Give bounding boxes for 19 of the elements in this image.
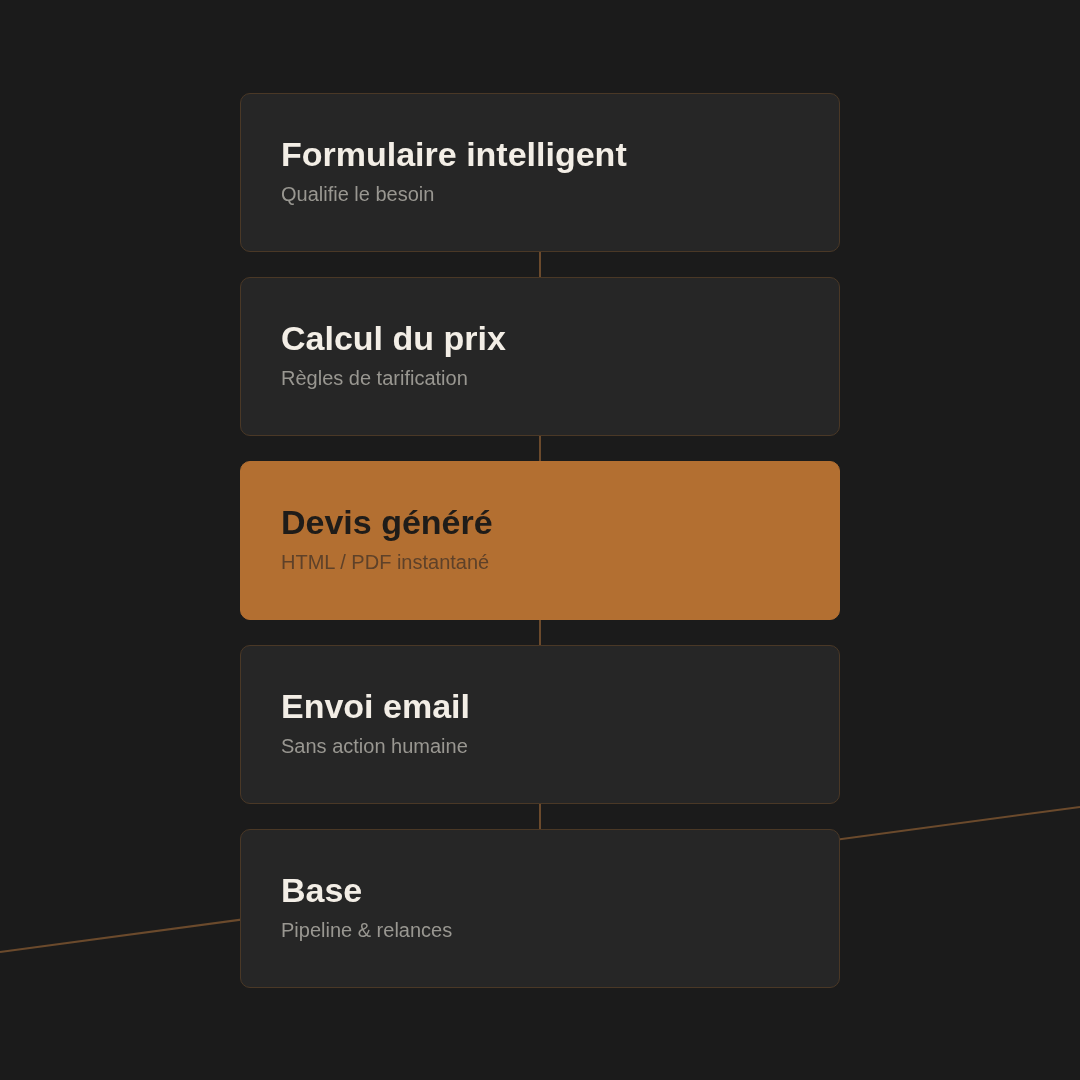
connector-line — [539, 251, 541, 278]
step-description: Pipeline & relances — [281, 918, 453, 942]
highlighted-step-card — [240, 461, 840, 620]
step-card — [240, 277, 840, 436]
step-description: Sans action humaine — [281, 734, 468, 758]
step-title: Formulaire intelligent — [281, 134, 627, 174]
step-title: Calcul du prix — [281, 318, 506, 358]
step-title: Devis généré — [281, 502, 493, 542]
step-description: Qualifie le besoin — [281, 182, 435, 206]
step-title: Envoi email — [281, 686, 470, 726]
connector-line — [539, 435, 541, 462]
connector-line — [539, 803, 541, 830]
connector-line — [539, 619, 541, 646]
step-card — [240, 93, 840, 252]
step-card — [240, 645, 840, 804]
step-title: Base — [281, 870, 363, 910]
step-description: HTML / PDF instantané — [281, 550, 490, 574]
step-card — [240, 829, 840, 988]
step-description: Règles de tarification — [281, 366, 468, 390]
